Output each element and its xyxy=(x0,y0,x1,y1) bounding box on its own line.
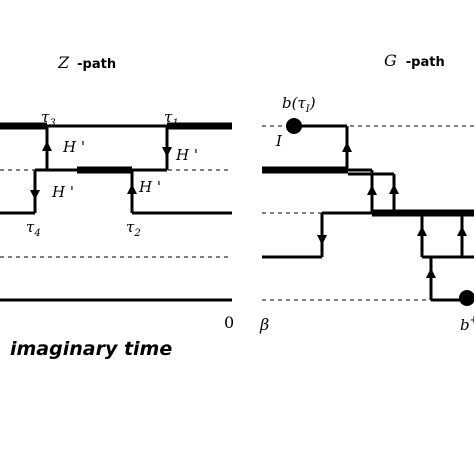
g-arrow-up-7 xyxy=(426,268,436,278)
z-label-h-3: H ' xyxy=(51,183,74,201)
g-arrow-up-2 xyxy=(367,185,377,195)
g-arrow-down-4 xyxy=(317,235,327,245)
g-arrow-up-6 xyxy=(457,226,467,236)
g-label-source: I xyxy=(275,132,283,150)
z-arrow-up-tau3 xyxy=(42,141,52,151)
g-axis-beta: β xyxy=(259,315,269,334)
z-arrow-up-tau2 xyxy=(127,184,137,194)
g-path-title: G -path xyxy=(384,51,445,70)
g-sink-dot xyxy=(459,290,474,306)
g-arrow-up-3 xyxy=(389,184,399,194)
z-label-tau4: τ4 xyxy=(26,218,41,239)
g-arrow-up-5 xyxy=(417,226,427,236)
g-arrow-up-1 xyxy=(342,142,352,152)
g-path-title-word: -path xyxy=(406,55,445,70)
z-label-tau1: τ1 xyxy=(164,108,179,129)
z-path-title: Z -path xyxy=(57,53,116,72)
z-arrow-down-tau4 xyxy=(30,190,40,200)
z-label-tau2: τ2 xyxy=(126,218,141,239)
g-path-title-symbol: G xyxy=(384,51,397,70)
z-label-tau3: τ3 xyxy=(41,108,56,129)
imaginary-time-caption: imaginary time xyxy=(10,338,172,360)
z-path-panel: Z -path τ3 τ1 τ4 τ2 H ' xyxy=(0,53,234,332)
z-path-title-symbol: Z xyxy=(57,53,70,72)
z-label-h-2: H ' xyxy=(175,146,198,164)
g-label-b-dagger: b+ xyxy=(460,315,474,334)
z-axis-zero: 0 xyxy=(224,313,234,332)
g-label-b-tau: b(τI) xyxy=(282,94,316,115)
z-path-title-word: -path xyxy=(77,57,116,72)
g-path-panel: G -path xyxy=(259,51,474,334)
g-source-dot xyxy=(286,118,302,134)
z-label-h-1: H ' xyxy=(62,138,85,156)
z-arrow-down-tau1 xyxy=(162,147,172,157)
z-label-h-4: H ' xyxy=(138,178,161,196)
